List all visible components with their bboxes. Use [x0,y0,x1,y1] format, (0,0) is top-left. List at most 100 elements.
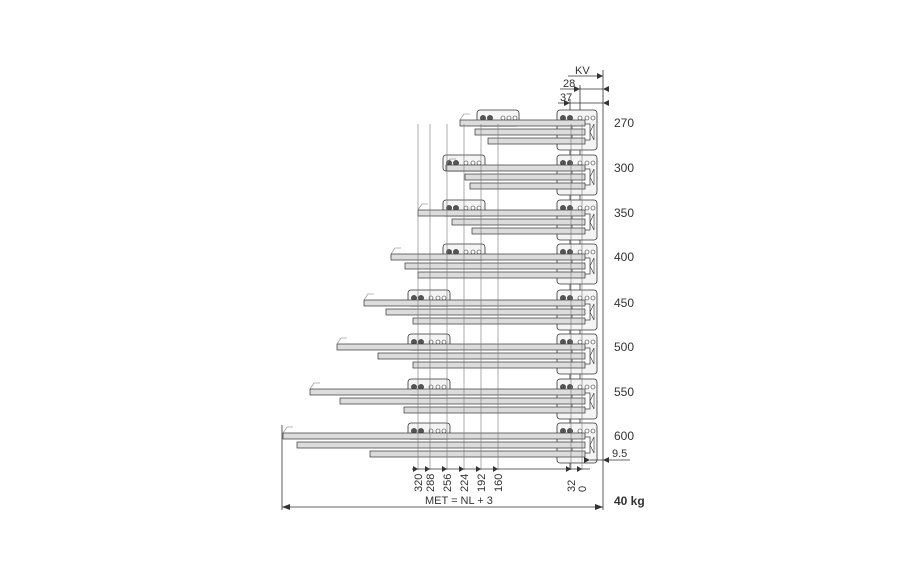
rail [336,343,586,351]
mounting-hole [435,384,441,390]
rail [404,262,586,270]
tick-arrow [493,466,498,472]
mounting-hole [590,339,596,345]
mounting-hole [441,428,447,434]
rail [377,352,586,360]
runner-length-label: 270 [614,116,634,130]
mounting-hole [590,249,596,255]
mounting-hole [577,115,583,121]
mounting-hole [584,205,590,211]
mounting-hole [441,339,447,345]
runner-row: 400 [390,243,634,285]
mounting-hole [584,160,590,166]
mounting-hole [435,339,441,345]
mounting-hole [512,115,518,121]
runner-length-label: 350 [614,206,634,220]
rail [385,308,586,316]
dim-28-label: 28 [563,78,575,90]
rail-hook [309,382,320,390]
dim-37-label: 37 [560,92,572,104]
locking-clip [589,257,595,275]
mounting-hole [584,295,590,301]
mounting-hole [577,428,583,434]
tick-arrow [442,466,447,472]
runner-row: 300 [442,154,634,196]
mounting-hole [428,339,434,345]
tick-arrow [577,466,582,472]
mounting-hole [428,295,434,301]
rail [471,227,586,235]
rail-hook [417,203,428,211]
mounting-hole [441,384,447,390]
tick-arrow [425,466,430,472]
rail [390,253,586,261]
mounting-hole [441,295,447,301]
tick-label: 32 [566,480,578,492]
mounting-hole [476,205,482,211]
mounting-hole [470,160,476,166]
mounting-hole [584,384,590,390]
offset-label: 9.5 [612,448,627,460]
locking-clip [589,392,595,410]
mounting-hole [435,428,441,434]
locking-clip [589,123,595,141]
runner-row: 500 [336,333,634,375]
kv-dimension: KV [568,65,604,100]
runner-row: 600 [282,422,634,464]
runner-length-label: 550 [614,385,634,399]
mounting-hole [590,115,596,121]
mounting-hole [590,160,596,166]
tick-label: 192 [476,474,488,492]
mounting-hole [590,384,596,390]
tick-label: 0 [577,486,589,492]
locking-clip [589,436,595,454]
load-rating: 40 kg [614,494,645,508]
locking-clip [589,347,595,365]
rail [369,450,586,458]
rail-hook [336,337,347,345]
rail-hook [282,426,293,434]
mounting-hole [577,249,583,255]
mounting-hole [463,205,469,211]
mounting-hole [577,384,583,390]
tick-label: 320 [413,474,425,492]
rail-hook [363,293,374,301]
tick-label: 288 [425,474,437,492]
mounting-hole [577,160,583,166]
tick-label: 224 [459,474,471,492]
mounting-hole [500,115,506,121]
rail [459,119,586,127]
runner-stack: 270 300 350 400 450 500 550 600 [282,109,634,464]
rail [412,361,586,369]
hole-guide-lines [417,124,583,470]
locking-clip [589,213,595,231]
rail [412,317,586,325]
mounting-hole [476,249,482,255]
runner-row: 270 [459,109,634,151]
tick-arrow [476,466,481,472]
rail [464,173,586,181]
mounting-hole [435,295,441,301]
runner-length-label: 450 [614,296,634,310]
mounting-hole [590,428,596,434]
runner-length-label: 600 [614,429,634,443]
tick-arrow [413,466,418,472]
runner-row: 350 [417,199,634,241]
rail [487,137,586,145]
mounting-hole [584,428,590,434]
runner-length-label: 500 [614,340,634,354]
rail-hook [459,113,470,121]
tick-arrow [566,466,571,472]
rail [363,299,586,307]
tick-arrow [459,466,464,472]
rail [282,432,586,440]
rail [296,441,586,449]
rail-hook [445,158,456,166]
kv-label: KV [575,65,590,77]
runner-length-label: 400 [614,250,634,264]
mounting-hole [590,295,596,301]
rail [417,271,586,279]
tick-label: 160 [493,474,505,492]
